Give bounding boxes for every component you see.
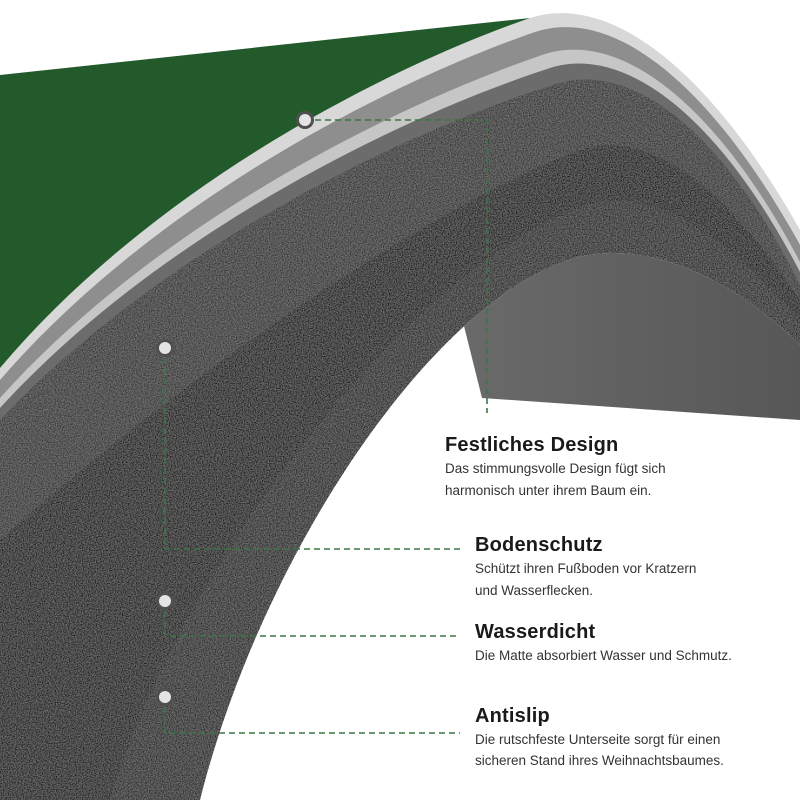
callout-dot-center: [159, 691, 171, 703]
callout-title: Bodenschutz: [475, 534, 603, 556]
callout-bodenschutz: Bodenschutz Schützt ihren Fußboden vor K…: [475, 533, 696, 602]
callout-description-line: harmonisch unter ihrem Baum ein.: [445, 483, 652, 498]
callout-description-line: sicheren Stand ihres Weihnachtsbaumes.: [475, 753, 724, 768]
callout-antislip: Antislip Die rutschfeste Unterseite sorg…: [475, 704, 724, 771]
leader-line-bodenschutz: [164, 348, 460, 550]
leader-line-antislip: [164, 697, 460, 734]
callout-title: Antislip: [475, 705, 550, 727]
callout-festliches-design: Festliches Design Das stimmungsvolle Des…: [445, 433, 666, 502]
callout-dot-bodenschutz: [156, 339, 174, 357]
callout-dot-wasserdicht: [156, 592, 174, 610]
callout-title: Wasserdicht: [475, 621, 596, 643]
callout-description-line: Schützt ihren Fußboden vor Kratzern: [475, 561, 697, 576]
callout-dot-center: [159, 342, 171, 354]
callout-description-line: Das stimmungsvolle Design fügt sich: [445, 461, 666, 476]
callout-dot-antislip: [156, 688, 174, 706]
callout-description-line: und Wasserflecken.: [475, 583, 594, 598]
callout-dot-center: [159, 595, 171, 607]
callout-title: Festliches Design: [445, 434, 619, 456]
mat-top-surface: [0, 18, 530, 368]
callout-description-line: Die rutschfeste Unterseite sorgt für ein…: [475, 732, 721, 747]
callout-dot-festliches-design: [296, 111, 314, 129]
callout-dot-center: [299, 114, 311, 126]
callout-wasserdicht: Wasserdicht Die Matte absorbiert Wasser …: [475, 620, 732, 667]
callout-description-line: Die Matte absorbiert Wasser und Schmutz.: [475, 648, 732, 663]
leader-line-wasserdicht: [164, 601, 460, 637]
leader-line-festliches-design: [305, 119, 488, 413]
